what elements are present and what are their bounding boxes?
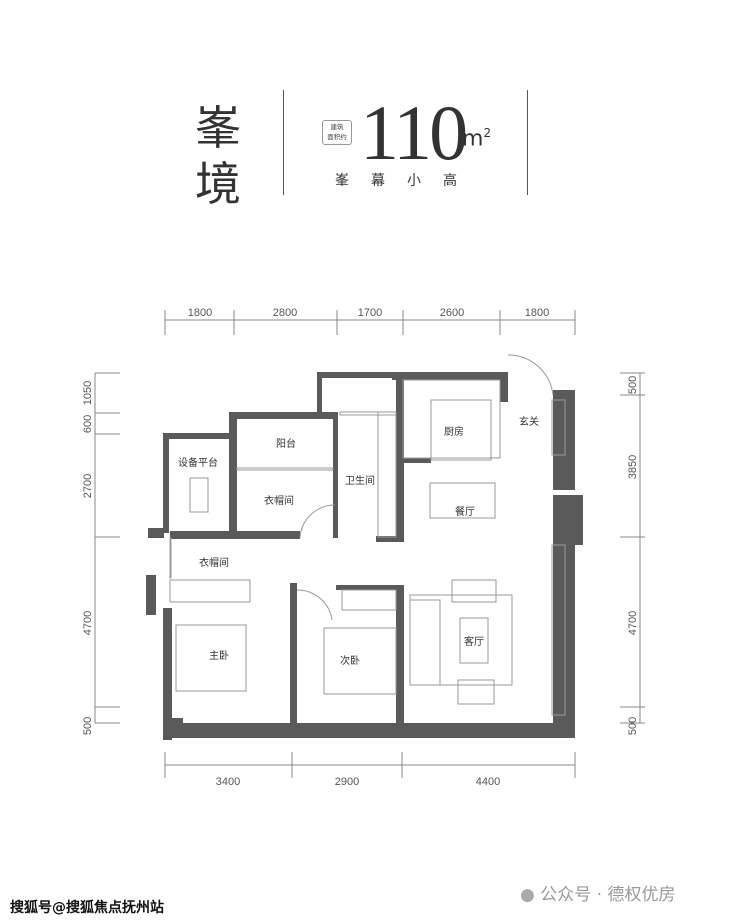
dim-top-5: 1800 bbox=[525, 307, 549, 319]
dim-bottom-3: 4400 bbox=[476, 776, 500, 788]
area-unit-sup: 2 bbox=[483, 126, 492, 140]
room-label-balcony: 阳台 bbox=[276, 437, 296, 450]
area-unit-base: m bbox=[462, 126, 484, 152]
dim-top-4: 2600 bbox=[440, 307, 464, 319]
dim-right-3: 4700 bbox=[627, 611, 639, 635]
area-unit: m2 bbox=[462, 126, 491, 151]
room-label-second-bedroom: 次卧 bbox=[340, 654, 360, 667]
room-label-dining: 餐厅 bbox=[455, 505, 475, 518]
dim-top-1: 1800 bbox=[188, 307, 212, 319]
header-divider-right bbox=[527, 90, 528, 195]
room-label-cloakroom-upper: 衣帽间 bbox=[264, 494, 294, 507]
room-label-kitchen: 厨房 bbox=[444, 425, 464, 438]
room-label-bathroom: 卫生间 bbox=[345, 474, 375, 487]
room-label-living-room: 客厅 bbox=[464, 635, 484, 648]
dim-left-5: 500 bbox=[82, 717, 94, 735]
dim-right-1: 500 bbox=[627, 376, 639, 394]
room-label-equipment-platform: 设备平台 bbox=[178, 456, 218, 469]
dimension-lines bbox=[94, 310, 645, 778]
series-name-char-2: 境 bbox=[195, 157, 241, 211]
dim-top-2: 2800 bbox=[273, 307, 297, 319]
watermark-wechat: ● 公众号 · 德权优房 bbox=[520, 880, 675, 905]
wechat-icon: ● bbox=[520, 885, 535, 905]
walls bbox=[146, 372, 583, 740]
area-label-badge: 建筑 面积约 bbox=[322, 120, 352, 145]
fixtures bbox=[169, 354, 566, 716]
watermark-sohu: 搜狐号@搜狐焦点抚州站 bbox=[10, 900, 164, 916]
area-label-line-1: 建筑 bbox=[330, 123, 344, 131]
dim-left-2: 600 bbox=[82, 415, 94, 433]
room-label-master-bedroom: 主卧 bbox=[209, 649, 229, 662]
dim-left-1: 1050 bbox=[82, 381, 94, 405]
room-label-cloakroom-lower: 衣帽间 bbox=[199, 556, 229, 569]
area-value: 110 bbox=[360, 89, 468, 176]
header-divider-left bbox=[283, 90, 284, 195]
dim-left-4: 4700 bbox=[82, 611, 94, 635]
dim-left-3: 2700 bbox=[82, 474, 94, 498]
series-name-char-1: 峯 bbox=[195, 101, 241, 155]
dim-bottom-1: 3400 bbox=[216, 776, 240, 788]
watermark-wechat-text: 公众号 · 德权优房 bbox=[540, 885, 676, 905]
unit-type-name: 峯幕小高 bbox=[335, 173, 479, 189]
dim-bottom-2: 2900 bbox=[335, 776, 359, 788]
dim-top-3: 1700 bbox=[358, 307, 382, 319]
area-label-line-2: 面积约 bbox=[327, 133, 347, 141]
dim-right-4: 500 bbox=[627, 717, 639, 735]
dim-right-2: 3850 bbox=[627, 455, 639, 479]
room-label-entrance: 玄关 bbox=[519, 415, 539, 428]
